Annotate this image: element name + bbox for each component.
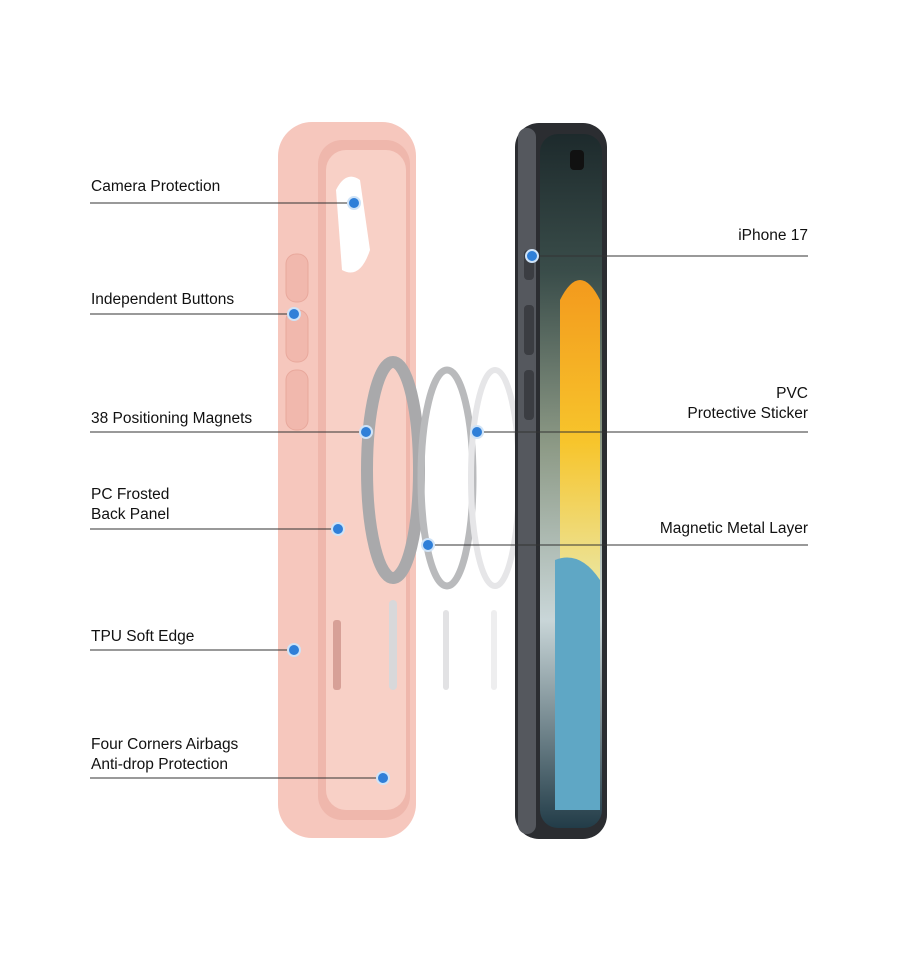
label-pvc-sticker: PVC Protective Sticker [687,384,808,424]
phone-case [278,122,416,838]
label-camera-protection: Camera Protection [91,178,221,195]
label-back-panel: PC Frosted Back Panel [91,485,169,525]
iphone [515,123,607,839]
label-independent-buttons: Independent Buttons [91,291,235,308]
label-line: PC Frosted [91,486,170,503]
metal-ring [417,366,477,590]
label-corner-airbags: Four Corners Airbags Anti-drop Protectio… [91,735,238,775]
label-line: Anti-drop Protection [91,756,228,773]
label-magnetic-metal-layer: Magnetic Metal Layer [659,520,808,537]
label-line: Protective Sticker [687,405,808,422]
label-tpu-soft-edge: TPU Soft Edge [91,628,195,645]
callout-lines [90,202,808,779]
label-line: Back Panel [91,506,170,523]
label-iphone: iPhone 17 [738,227,808,244]
marker-dots [287,196,539,785]
label-positioning-magnets: 38 Positioning Magnets [91,410,253,427]
label-line: PVC [776,385,808,402]
sticker-ring [468,367,522,589]
label-line: Four Corners Airbags [91,736,239,753]
